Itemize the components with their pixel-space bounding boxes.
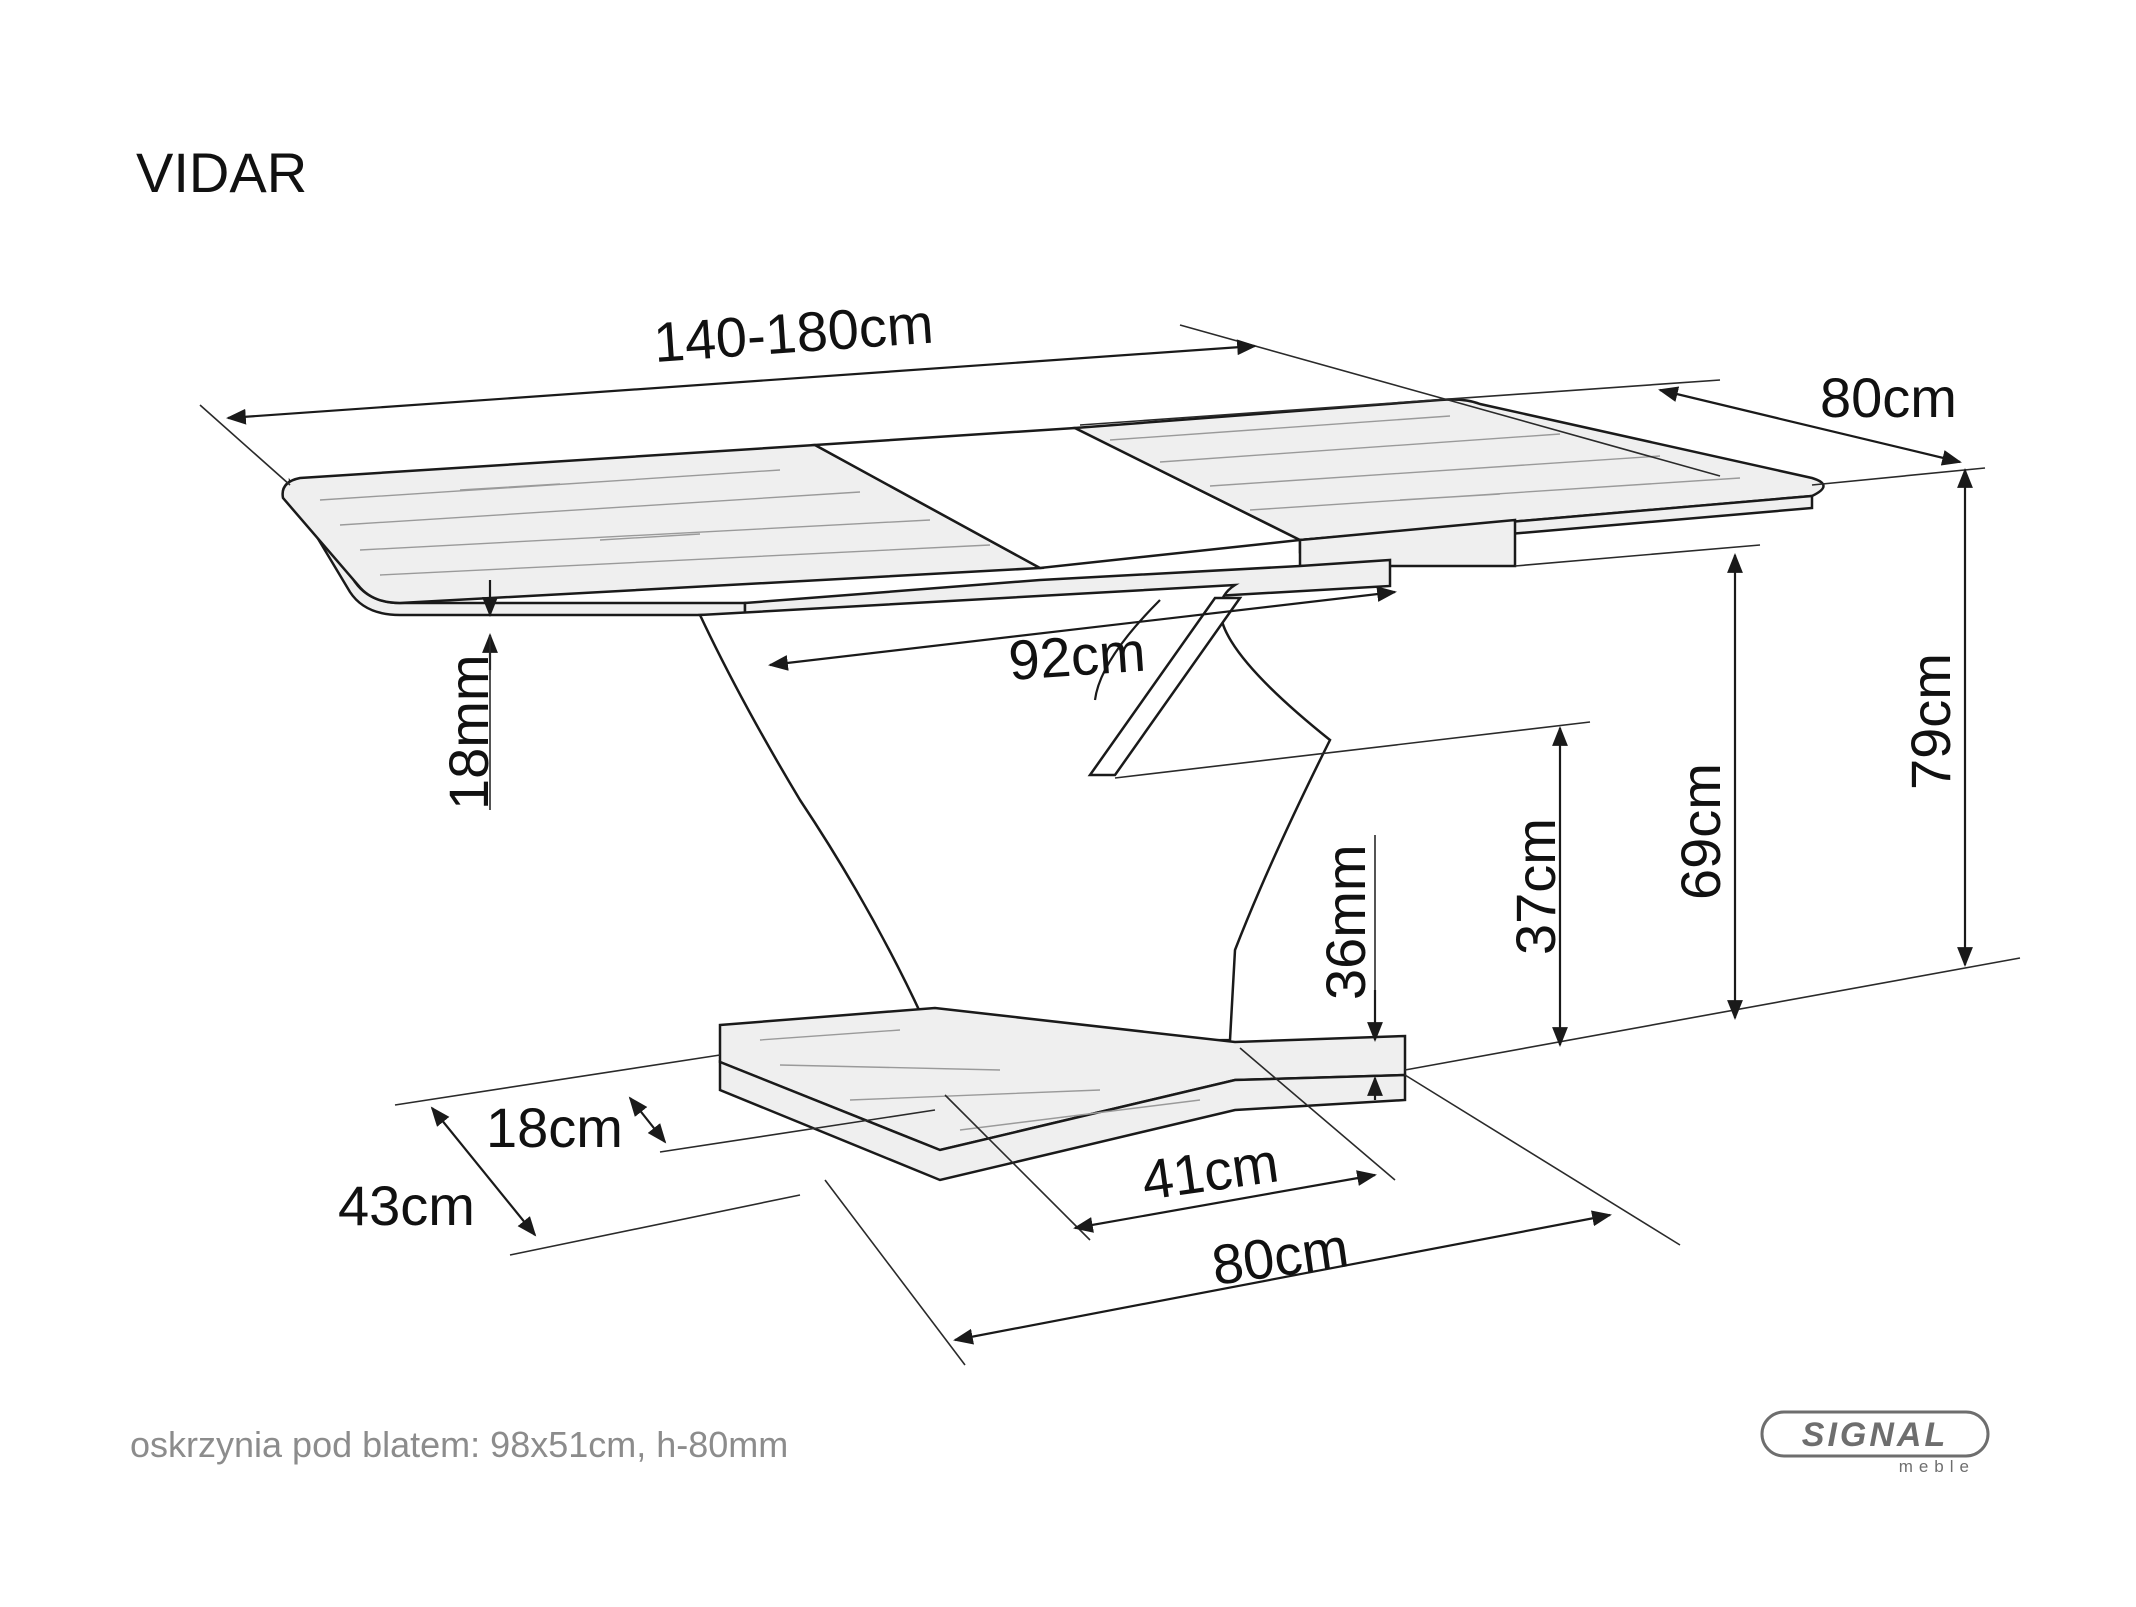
v-height-label: 37cm — [1504, 818, 1567, 955]
total-height-label: 79cm — [1899, 653, 1962, 790]
signal-logo: SIGNAL meble — [1760, 1410, 1990, 1476]
top-thickness-label: 18mm — [437, 654, 500, 810]
leg-height-label: 69cm — [1669, 763, 1732, 900]
table-top — [281, 398, 1825, 630]
length-label: 140-180cm — [651, 292, 935, 374]
support-width-label: 92cm — [1006, 620, 1147, 692]
base-inner-length-label: 41cm — [1138, 1130, 1282, 1211]
frame-note: oskrzynia pod blatem: 98x51cm, h-80mm — [130, 1424, 788, 1465]
logo-brand: SIGNAL — [1802, 1416, 1948, 1454]
dimension-lines — [199, 324, 2021, 1366]
base-inner-depth-label: 18cm — [486, 1096, 623, 1159]
table-base — [718, 1006, 1407, 1182]
base-depth-label: 43cm — [338, 1174, 475, 1237]
product-title: VIDAR — [136, 141, 307, 204]
width-label: 80cm — [1820, 366, 1957, 429]
logo-sub: meble — [1899, 1457, 1975, 1476]
base-length-label: 80cm — [1208, 1215, 1352, 1296]
base-thickness-label: 36mm — [1314, 844, 1377, 1000]
